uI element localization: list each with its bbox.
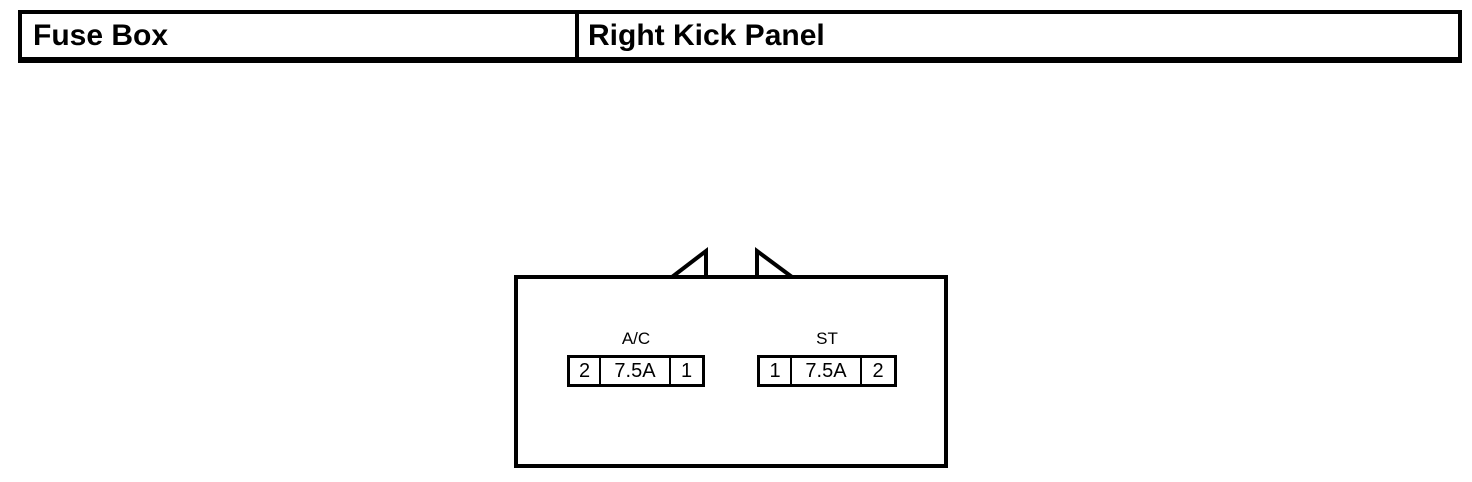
connector-tab-icons [670,246,794,279]
fuse-label-ac: A/C [621,329,651,348]
fuse-label-st: ST [816,329,838,348]
header-cell-fuse-box: Fuse Box [22,14,579,57]
fuse-ac-terminal-1: 1 [680,359,693,382]
left-tab-icon [670,246,708,279]
header-table: Fuse Box Right Kick Panel [18,10,1462,63]
fuse-st-terminal-2: 2 [872,359,884,382]
right-tab-icon [755,247,794,279]
header-cell-location: Right Kick Panel [588,18,825,52]
fuse-st-terminal-1: 1 [769,359,781,382]
fuse-st: 1 7.5A 2 [757,355,897,387]
fuse-st-rating: 7.5A [790,358,862,384]
fuse-ac-terminal-2: 2 [578,359,591,382]
fuse-ac-rating: 7.5A [599,358,671,384]
fuse-ac: 2 7.5A 1 [567,355,705,387]
